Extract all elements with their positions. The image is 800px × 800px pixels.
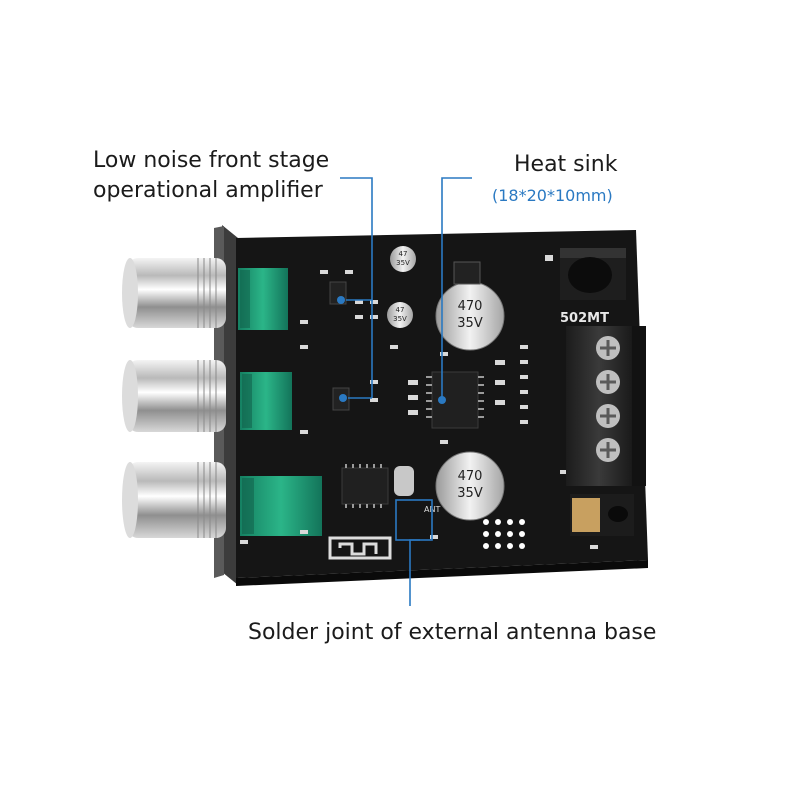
antenna-callout: Solder joint of external antenna base <box>248 620 657 645</box>
potentiometer-icon <box>240 476 322 536</box>
regulator <box>453 261 481 285</box>
capacitor-icon: 470 35V <box>435 281 505 351</box>
header-pins <box>483 519 525 549</box>
dc-jack <box>560 248 626 300</box>
amplifier-callout: Low noise front stage operational amplif… <box>93 146 329 206</box>
cap-value-label: 47 <box>399 250 408 258</box>
model-label: 502MT <box>560 311 609 326</box>
potentiometer-icon <box>238 268 288 330</box>
capacitor-icon: 470 35V <box>435 451 505 521</box>
heatsink-size: (18*20*10mm) <box>492 186 613 205</box>
knob-top <box>122 258 226 328</box>
capacitor-icon: 47 35V <box>387 302 413 328</box>
knob-middle <box>122 360 226 432</box>
cap-value-label: 47 <box>396 306 405 314</box>
audio-jack-icon <box>570 494 634 536</box>
callout-dots <box>337 296 446 404</box>
chip-icon <box>341 464 389 508</box>
cap-value-label: 470 <box>458 469 483 484</box>
heatsink-callout: Heat sink <box>514 152 618 177</box>
potentiometer-icon <box>240 372 292 430</box>
amplifier-callout-line2: operational amplifier <box>93 178 323 203</box>
amplifier-callout-line1: Low noise front stage <box>93 148 330 173</box>
smd-components <box>240 255 598 549</box>
antenna-icon <box>328 536 392 560</box>
cap-value-label: 470 <box>458 299 483 314</box>
cap-voltage-label: 35V <box>393 315 407 323</box>
capacitor-icon: 47 35V <box>390 246 416 272</box>
terminal-block-icon <box>566 326 646 486</box>
knob-bottom <box>122 462 226 538</box>
pcb-edge <box>236 560 648 586</box>
cap-voltage-label: 35V <box>457 486 483 501</box>
callout-lines <box>340 177 472 606</box>
crystal-oscillator <box>394 466 414 496</box>
cap-voltage-label: 35V <box>457 316 483 331</box>
cap-voltage-label: 35V <box>396 259 410 267</box>
chip-icon <box>426 371 484 429</box>
